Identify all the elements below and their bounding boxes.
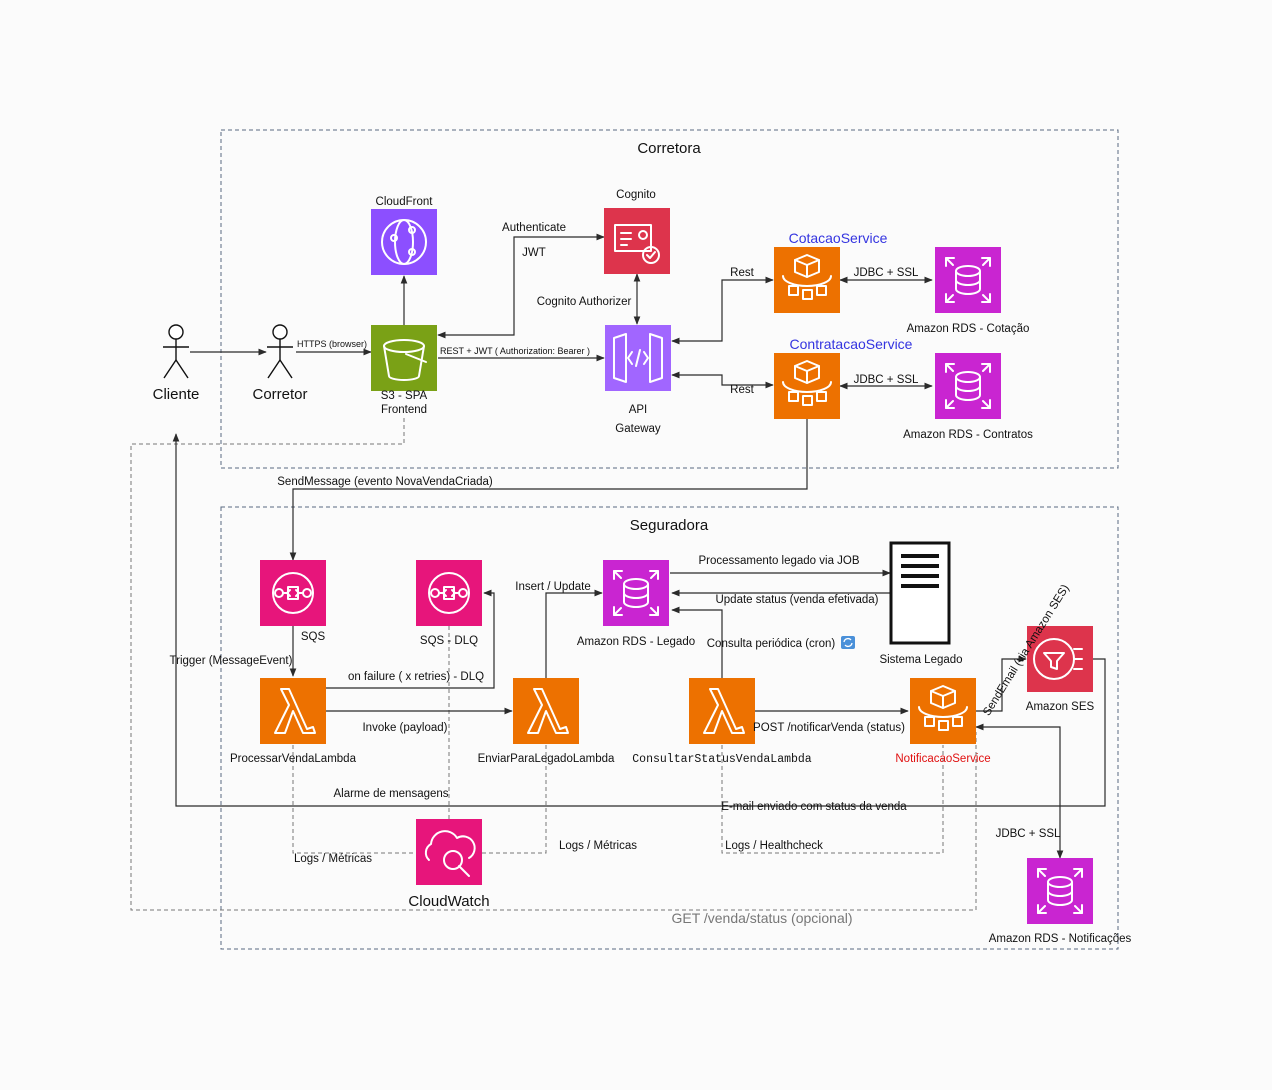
rds-legado-icon[interactable] <box>603 560 669 626</box>
rds-notificacoes-label: Amazon RDS - Notificações <box>989 933 1132 945</box>
actor-cliente-label: Cliente <box>153 386 200 403</box>
edge-rest-cotacao <box>671 276 774 345</box>
contratacao-service-icon[interactable] <box>774 353 840 419</box>
notificacao-service-icon[interactable] <box>910 678 976 744</box>
amazon-ses-label: Amazon SES <box>1026 701 1095 713</box>
edge-logs-processar <box>292 745 416 854</box>
lambda-enviar-label: EnviarParaLegadoLambda <box>478 753 615 765</box>
cotacao-service-label: CotacaoService <box>789 230 888 246</box>
rds-cotacao-label: Amazon RDS - Cotação <box>907 323 1030 335</box>
zone-seguradora-title: Seguradora <box>630 517 709 534</box>
edge-label-invoke: Invoke (payload) <box>362 722 447 734</box>
edge-label-https: HTTPS (browser) <box>297 339 367 349</box>
cotacao-service-icon[interactable] <box>774 247 840 313</box>
edge-insert-update <box>545 589 603 678</box>
lambda-enviar-icon[interactable] <box>513 678 579 744</box>
sqs-dlq-label: SQS - DLQ <box>420 635 478 647</box>
cloudwatch-label: CloudWatch <box>408 893 489 910</box>
edge-label-trigger: Trigger (MessageEvent) <box>170 655 293 667</box>
edge-label-cognito-authorizer: Cognito Authorizer <box>537 296 632 308</box>
edge-label-rest-jwt: REST + JWT ( Authorization: Bearer ) <box>440 346 590 356</box>
actor-corretor-icon <box>267 324 293 379</box>
sqs-label: SQS <box>301 631 326 643</box>
edge-consulta-periodica <box>671 606 723 678</box>
edge-label-proc-legado: Processamento legado via JOB <box>698 555 859 567</box>
edge-send-message <box>289 418 808 561</box>
edge-label-on-failure: on failure ( x retries) - DLQ <box>348 671 484 683</box>
cognito-label: Cognito <box>616 189 656 201</box>
edge-rest-contratacao <box>671 371 774 389</box>
edge-label-logs-processar: Logs / Métricas <box>294 853 372 865</box>
contratacao-service-label: ContratacaoService <box>790 336 913 352</box>
edge-label-insert-update: Insert / Update <box>515 581 590 593</box>
edge-label-logs-healthcheck: Logs / Healthcheck <box>725 840 823 852</box>
zone-seguradora <box>220 506 1119 950</box>
cloudfront-label: CloudFront <box>376 196 434 208</box>
sqs-dlq-icon[interactable] <box>416 560 482 626</box>
sistema-legado-server-icon[interactable] <box>889 541 951 645</box>
sistema-legado-label: Sistema Legado <box>879 654 962 666</box>
actor-corretor-label: Corretor <box>252 386 307 403</box>
sqs-queue-icon[interactable] <box>260 560 326 626</box>
amazon-ses-icon[interactable] <box>1027 626 1093 692</box>
cognito-icon[interactable] <box>604 208 670 274</box>
edge-label-authenticate: Authenticate <box>502 222 566 234</box>
edge-get-status <box>130 418 977 911</box>
edge-label-rest-cotacao: Rest <box>730 267 754 279</box>
rds-contratos-icon[interactable] <box>935 353 1001 419</box>
edge-label-jdbc-notificacoes: JDBC + SSL <box>996 828 1061 840</box>
edge-label-send-message: SendMessage (evento NovaVendaCriada) <box>277 476 493 488</box>
edge-label-post-notificar: POST /notificarVenda (status) <box>753 722 905 734</box>
edge-email-enviado <box>172 433 1106 807</box>
edge-on-failure <box>326 589 495 689</box>
notificacao-service-label: NotificacaoService <box>895 753 990 765</box>
lambda-processar-label: ProcessarVendaLambda <box>230 753 357 765</box>
lambda-processar-icon[interactable] <box>260 678 326 744</box>
edge-label-rest-contratacao: Rest <box>730 384 754 396</box>
edge-label-jwt: JWT <box>522 247 546 259</box>
refresh-icon <box>841 636 855 649</box>
edge-label-jdbc-cotacao: JDBC + SSL <box>854 267 919 279</box>
cloudwatch-icon[interactable] <box>416 819 482 885</box>
cloudfront-icon[interactable] <box>371 209 437 275</box>
api-gateway-label-line2: Gateway <box>615 423 661 435</box>
s3-label-line1: S3 - SPA <box>381 390 428 402</box>
edge-send-email <box>976 655 1027 712</box>
lambda-consultar-label: ConsultarStatusVendaLambda <box>632 753 812 766</box>
s3-label-line2: Frontend <box>381 404 427 416</box>
edge-label-email-enviado: E-mail enviado com status da venda <box>721 801 907 813</box>
zone-corretora-title: Corretora <box>637 140 701 157</box>
edge-authenticate <box>437 233 605 339</box>
actor-cliente-icon <box>163 324 189 379</box>
edge-label-jdbc-contratos: JDBC + SSL <box>854 374 919 386</box>
edge-jdbc-notificacoes <box>975 723 1064 859</box>
lambda-consultar-icon[interactable] <box>689 678 755 744</box>
edge-label-update-status: Update status (venda efetivada) <box>715 594 878 606</box>
edge-label-alarme: Alarme de mensagens <box>333 788 448 800</box>
edge-logs-consultar <box>721 745 944 854</box>
edge-label-get-status: GET /venda/status (opcional) <box>671 910 852 926</box>
edge-label-consulta-periodica: Consulta periódica (cron) <box>707 638 836 650</box>
edge-logs-enviar <box>482 745 547 854</box>
rds-contratos-label: Amazon RDS - Contratos <box>903 429 1033 441</box>
rds-cotacao-icon[interactable] <box>935 247 1001 313</box>
api-gateway-icon[interactable] <box>605 325 671 391</box>
rds-legado-label: Amazon RDS - Legado <box>577 636 695 648</box>
s3-bucket-icon[interactable] <box>371 325 437 391</box>
rds-notificacoes-icon[interactable] <box>1027 858 1093 924</box>
api-gateway-label-line1: API <box>629 404 648 416</box>
zone-corretora <box>220 129 1119 469</box>
edge-label-logs-enviar: Logs / Métricas <box>559 840 637 852</box>
